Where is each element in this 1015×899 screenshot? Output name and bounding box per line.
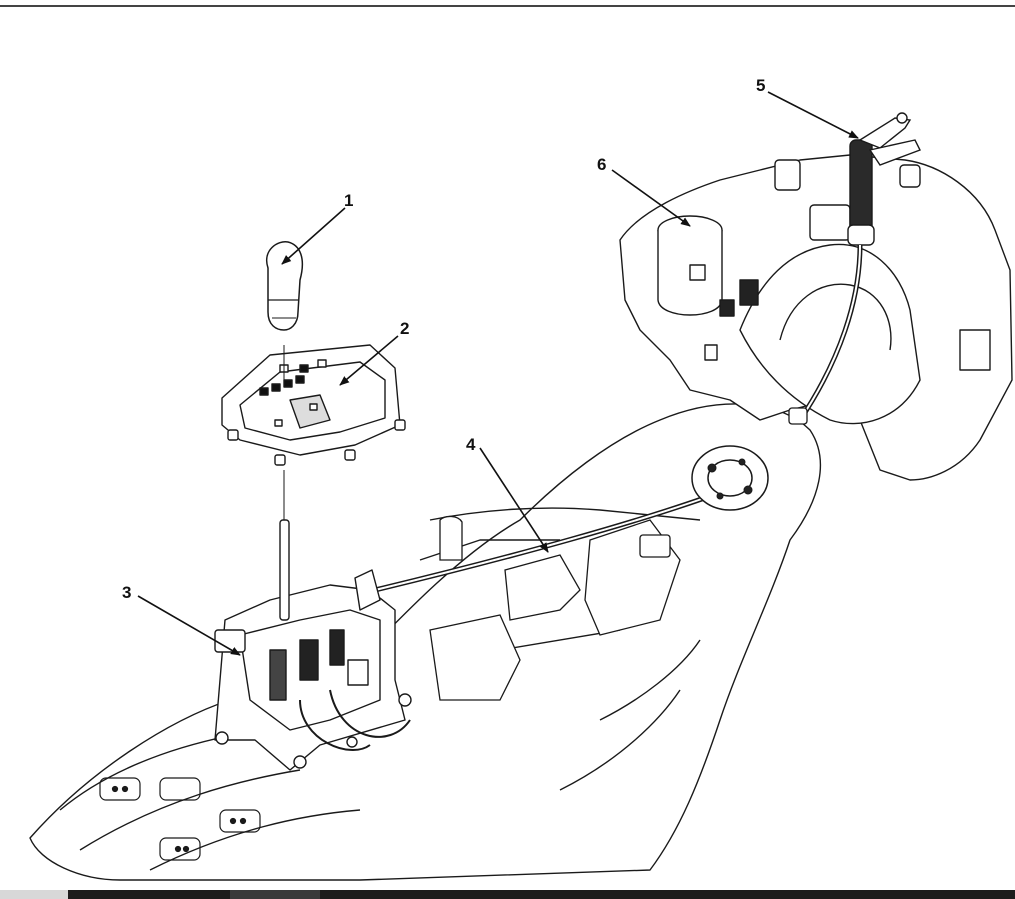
indicator-bezel [221, 344, 406, 466]
callout-1: 1 [344, 191, 353, 210]
bottom-bar [0, 890, 1015, 899]
bottom-bar-light-segment [0, 890, 68, 899]
callout-2: 2 [400, 319, 409, 338]
bottom-bar-mid-segment [230, 890, 320, 899]
transaxle-shift-lever [847, 112, 921, 246]
shift-knob [265, 241, 304, 331]
callout-5: 5 [756, 76, 765, 95]
shift-lever-shaft [279, 470, 290, 621]
shift-cable [374, 244, 863, 593]
callout-3: 3 [122, 583, 131, 602]
tunnel-modules [429, 515, 681, 701]
callout-6: 6 [597, 155, 606, 174]
shift-lever-assembly [214, 569, 412, 771]
transaxle [619, 154, 1013, 481]
floor-holes [99, 777, 261, 861]
callout-leaders [137, 91, 859, 656]
callout-4: 4 [466, 435, 476, 454]
